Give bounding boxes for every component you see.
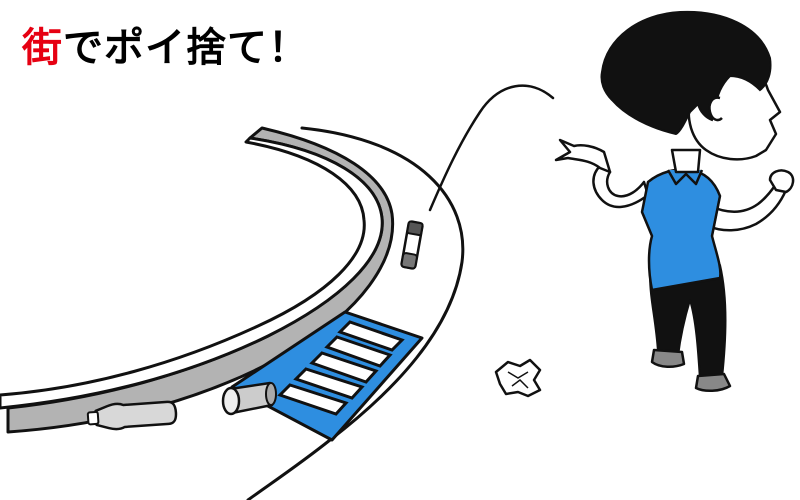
man-right-arm	[706, 182, 788, 232]
man-right-fist	[768, 169, 795, 194]
paper-cup-icon	[221, 381, 277, 416]
plastic-bottle-icon	[86, 400, 178, 431]
man-ear	[708, 96, 723, 122]
title-accent-kanji: 街	[22, 25, 63, 71]
cigarette-butt-icon	[400, 220, 424, 270]
sidewalk-top	[0, 136, 384, 410]
man-hair	[600, 10, 772, 136]
title-rest-text: でポイ捨て！	[63, 25, 309, 71]
shirt-collar	[666, 169, 704, 186]
left-shoe	[650, 348, 686, 368]
man-left-arm	[592, 164, 650, 209]
road-edge-line	[246, 126, 465, 500]
crumpled-paper-icon	[494, 358, 542, 398]
littering-man	[554, 10, 795, 392]
man-blue-shirt	[640, 168, 722, 292]
right-shoe	[694, 372, 732, 392]
shirt-sleeve-line	[641, 195, 721, 237]
throw-trajectory	[428, 84, 555, 212]
page-title: 街でポイ捨て！	[22, 28, 309, 68]
storm-drain-slots	[277, 320, 405, 416]
man-neck	[670, 148, 702, 174]
man-left-hand	[554, 138, 612, 174]
